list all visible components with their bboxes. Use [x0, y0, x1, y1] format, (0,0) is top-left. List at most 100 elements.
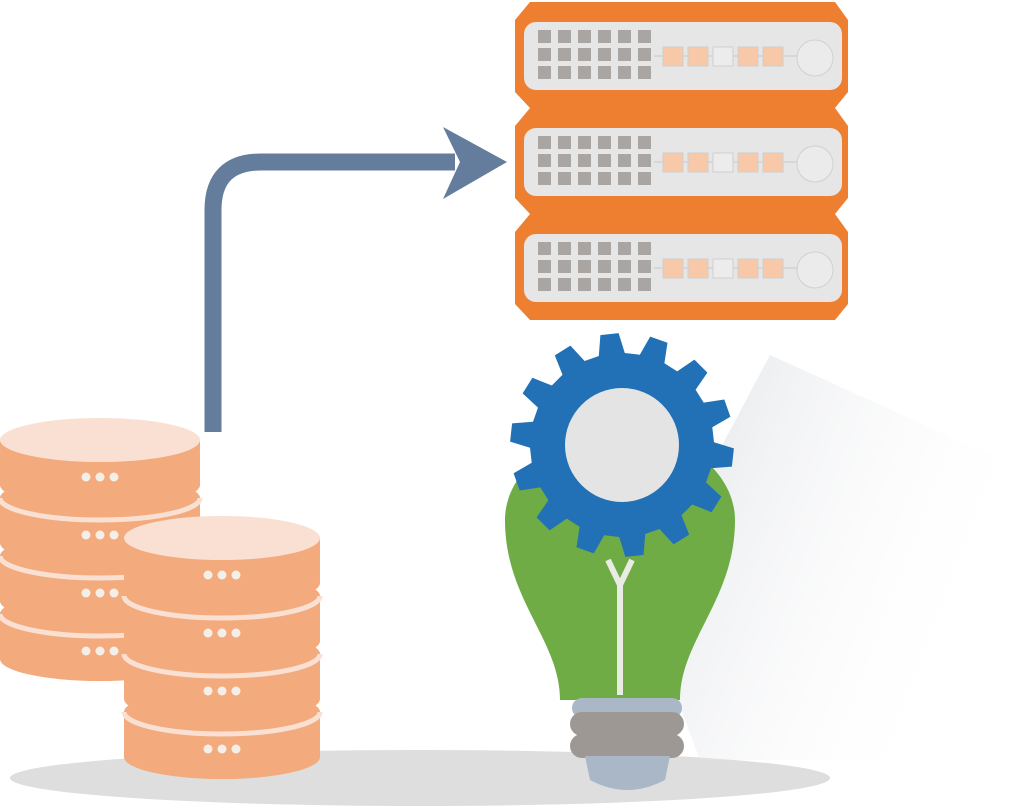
port	[638, 278, 651, 291]
port	[578, 278, 591, 291]
port	[598, 260, 611, 273]
port	[578, 66, 591, 79]
port	[558, 154, 571, 167]
port	[638, 154, 651, 167]
port	[558, 30, 571, 43]
port	[578, 242, 591, 255]
port	[638, 136, 651, 149]
database-dot	[231, 628, 241, 638]
port	[538, 30, 551, 43]
port	[618, 30, 631, 43]
port	[598, 66, 611, 79]
database-dot	[217, 744, 227, 754]
indicator-light	[662, 152, 684, 173]
port	[618, 66, 631, 79]
indicator-light	[762, 258, 784, 279]
port	[618, 278, 631, 291]
power-button	[796, 39, 834, 77]
port	[538, 154, 551, 167]
database-dot	[81, 530, 91, 540]
database-stack-icon	[0, 418, 323, 779]
port	[578, 136, 591, 149]
server-rack-icon	[515, 2, 848, 320]
port	[638, 242, 651, 255]
database-dot	[231, 686, 241, 696]
database-rim	[121, 595, 323, 621]
port	[558, 278, 571, 291]
database-dot	[95, 472, 105, 482]
indicator-light	[687, 46, 709, 67]
port	[538, 242, 551, 255]
port	[618, 136, 631, 149]
port	[578, 48, 591, 61]
database-dot	[81, 646, 91, 656]
port	[578, 172, 591, 185]
port	[618, 172, 631, 185]
database-dot	[203, 744, 213, 754]
database-dot	[95, 646, 105, 656]
database-dot	[217, 570, 227, 580]
power-button	[796, 145, 834, 183]
arrow-head	[443, 127, 507, 199]
port	[538, 172, 551, 185]
port	[558, 260, 571, 273]
port	[638, 30, 651, 43]
port	[638, 172, 651, 185]
database-dot	[217, 628, 227, 638]
database-dot	[203, 628, 213, 638]
port	[598, 154, 611, 167]
indicator-light	[687, 152, 709, 173]
database-dot	[231, 744, 241, 754]
port	[638, 66, 651, 79]
server-unit	[515, 2, 848, 108]
port	[558, 66, 571, 79]
database-dot	[109, 530, 119, 540]
database-dot	[81, 472, 91, 482]
port	[638, 48, 651, 61]
port	[618, 48, 631, 61]
port	[598, 172, 611, 185]
database-dot	[109, 472, 119, 482]
indicator-light	[762, 46, 784, 67]
port	[618, 260, 631, 273]
port	[598, 30, 611, 43]
database-dot	[203, 570, 213, 580]
database-dot	[95, 530, 105, 540]
port	[538, 136, 551, 149]
indicator-light	[762, 152, 784, 173]
port	[578, 30, 591, 43]
database-rim	[121, 653, 323, 679]
indicator-light	[737, 258, 759, 279]
database-dot	[109, 588, 119, 598]
database-rim	[0, 497, 203, 523]
port	[538, 48, 551, 61]
indicator-light	[662, 258, 684, 279]
database-dot	[231, 570, 241, 580]
light-beam	[640, 355, 1024, 760]
port	[598, 136, 611, 149]
indicator-light	[737, 152, 759, 173]
indicator-light	[712, 152, 734, 173]
port	[558, 136, 571, 149]
port	[578, 260, 591, 273]
server-unit	[515, 214, 848, 320]
database-dot	[203, 686, 213, 696]
database-top	[0, 418, 200, 462]
port	[598, 278, 611, 291]
gear-icon	[510, 333, 734, 557]
indicator-light	[712, 46, 734, 67]
port	[538, 66, 551, 79]
port	[618, 242, 631, 255]
port	[638, 260, 651, 273]
port	[558, 242, 571, 255]
gear-hub	[565, 388, 679, 502]
indicator-light	[737, 46, 759, 67]
database-rim	[121, 711, 323, 737]
port	[598, 242, 611, 255]
database-dot	[109, 646, 119, 656]
port	[538, 260, 551, 273]
arrow-icon	[204, 153, 455, 432]
port	[558, 172, 571, 185]
indicator-light	[712, 258, 734, 279]
